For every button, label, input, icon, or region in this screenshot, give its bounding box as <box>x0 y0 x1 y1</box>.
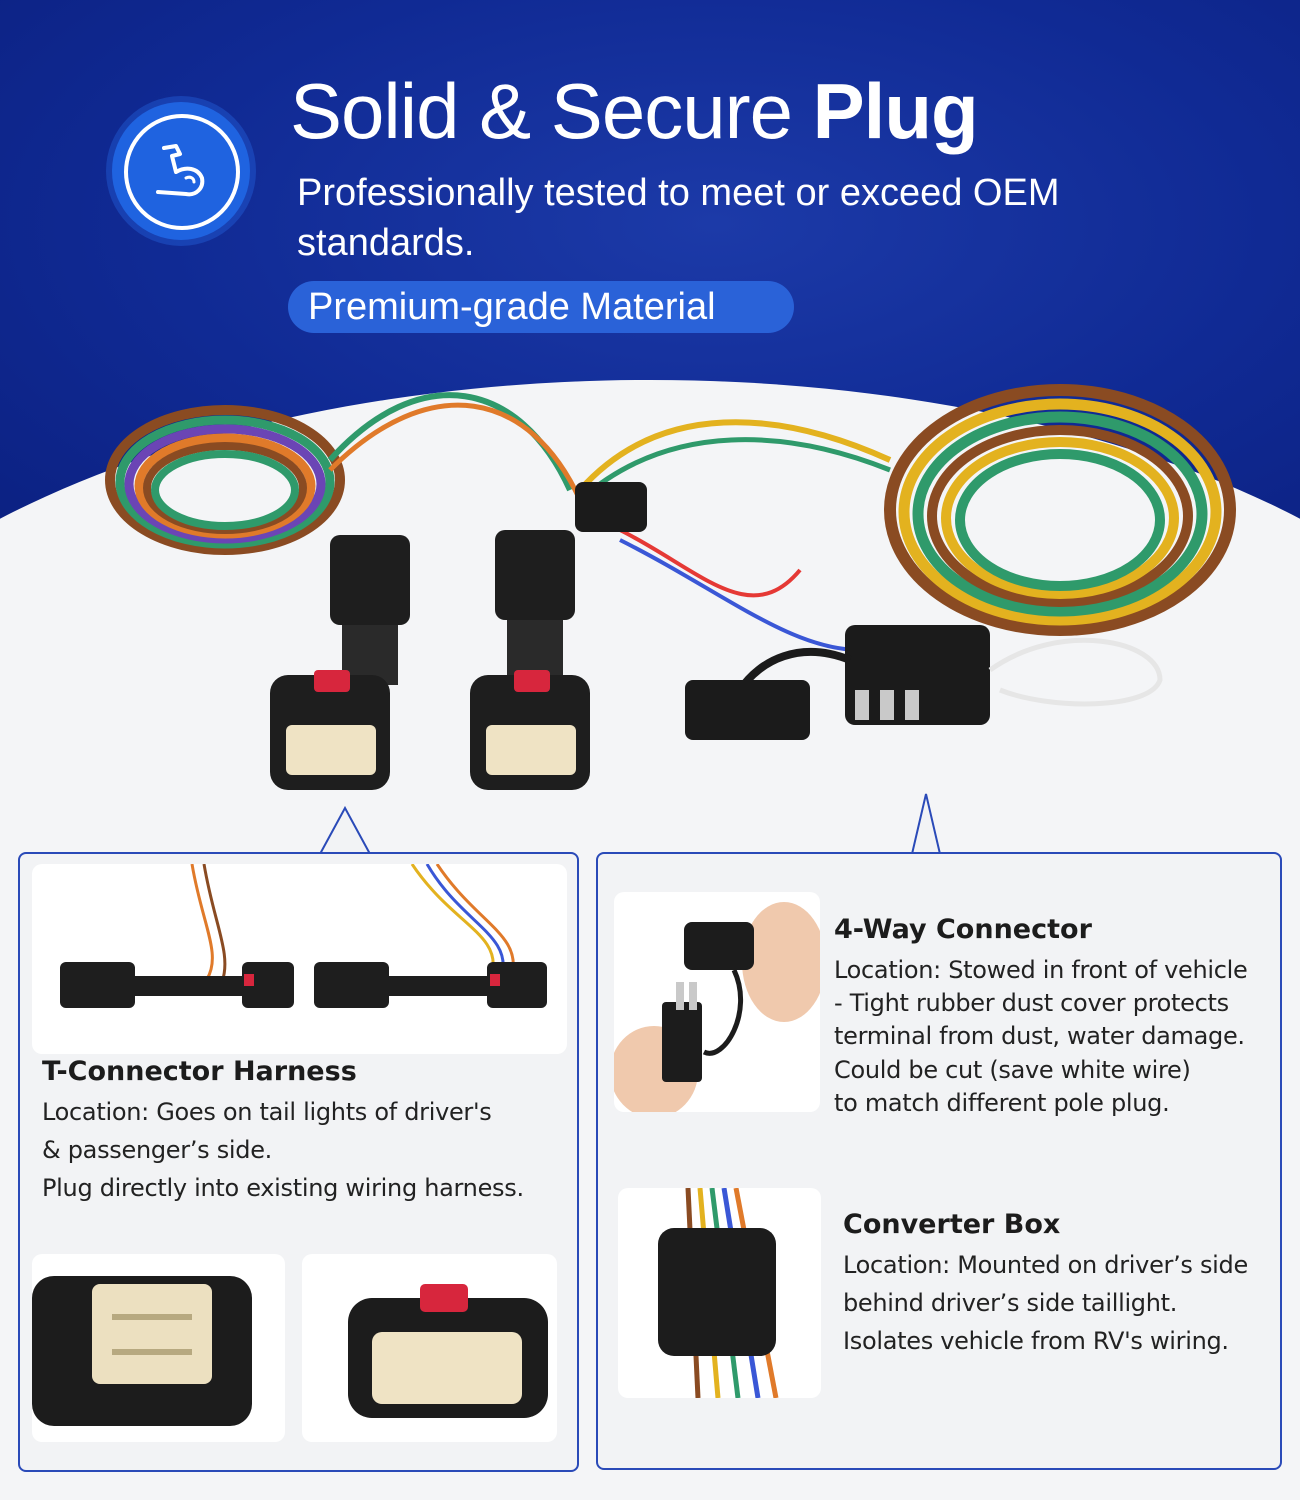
four-way-connector-photo <box>614 892 820 1112</box>
female-plug-closeup-photo <box>302 1254 557 1442</box>
connector-details-panel: 4-Way Connector Location: Stowed in fron… <box>596 852 1282 1470</box>
converter-box-illustration <box>575 482 647 532</box>
four-way-connector-illustration <box>685 625 1163 740</box>
converter-box-line-3: Isolates vehicle from RV's wiring. <box>843 1327 1229 1355</box>
t-connector-right-illustration <box>470 530 590 790</box>
four-way-title: 4-Way Connector <box>834 914 1092 945</box>
converter-box-line-2: behind driver’s side taillight. <box>843 1289 1178 1317</box>
four-way-line-5: to match different pole plug. <box>834 1089 1170 1117</box>
strength-badge <box>112 102 250 240</box>
converter-box-line-1: Location: Mounted on driver’s side <box>843 1251 1248 1279</box>
flexed-arm-icon <box>156 144 205 197</box>
right-panel-pointer <box>911 793 941 855</box>
four-way-line-3: terminal from dust, water damage. <box>834 1022 1245 1050</box>
page-subtitle: Professionally tested to meet or exceed … <box>297 172 1060 264</box>
t-connector-title: T-Connector Harness <box>42 1056 357 1087</box>
male-plug-closeup-photo <box>32 1254 285 1442</box>
t-connector-line-1: Location: Goes on tail lights of driver'… <box>42 1098 492 1126</box>
t-connector-line-3: Plug directly into existing wiring harne… <box>42 1174 524 1202</box>
converter-box-title: Converter Box <box>843 1209 1061 1240</box>
t-connector-photo <box>32 864 567 1054</box>
t-connector-line-2: & passenger’s side. <box>42 1136 272 1164</box>
right-wire-coil <box>884 384 1236 636</box>
four-way-line-1: Location: Stowed in front of vehicle <box>834 956 1248 984</box>
four-way-line-2: - Tight rubber dust cover protects <box>834 989 1229 1017</box>
wiring-harness-illustration <box>105 384 1236 790</box>
left-wire-coil <box>105 405 345 555</box>
left-panel-pointer <box>319 806 371 855</box>
premium-material-badge: Premium-grade Material <box>288 281 794 333</box>
converter-box-photo <box>618 1188 821 1398</box>
four-way-line-4: Could be cut (save white wire) <box>834 1056 1191 1084</box>
t-connector-panel: T-Connector Harness Location: Goes on ta… <box>18 852 579 1472</box>
t-connector-left-illustration <box>270 535 410 790</box>
page-title: Solid & Secure Plug <box>290 67 979 155</box>
